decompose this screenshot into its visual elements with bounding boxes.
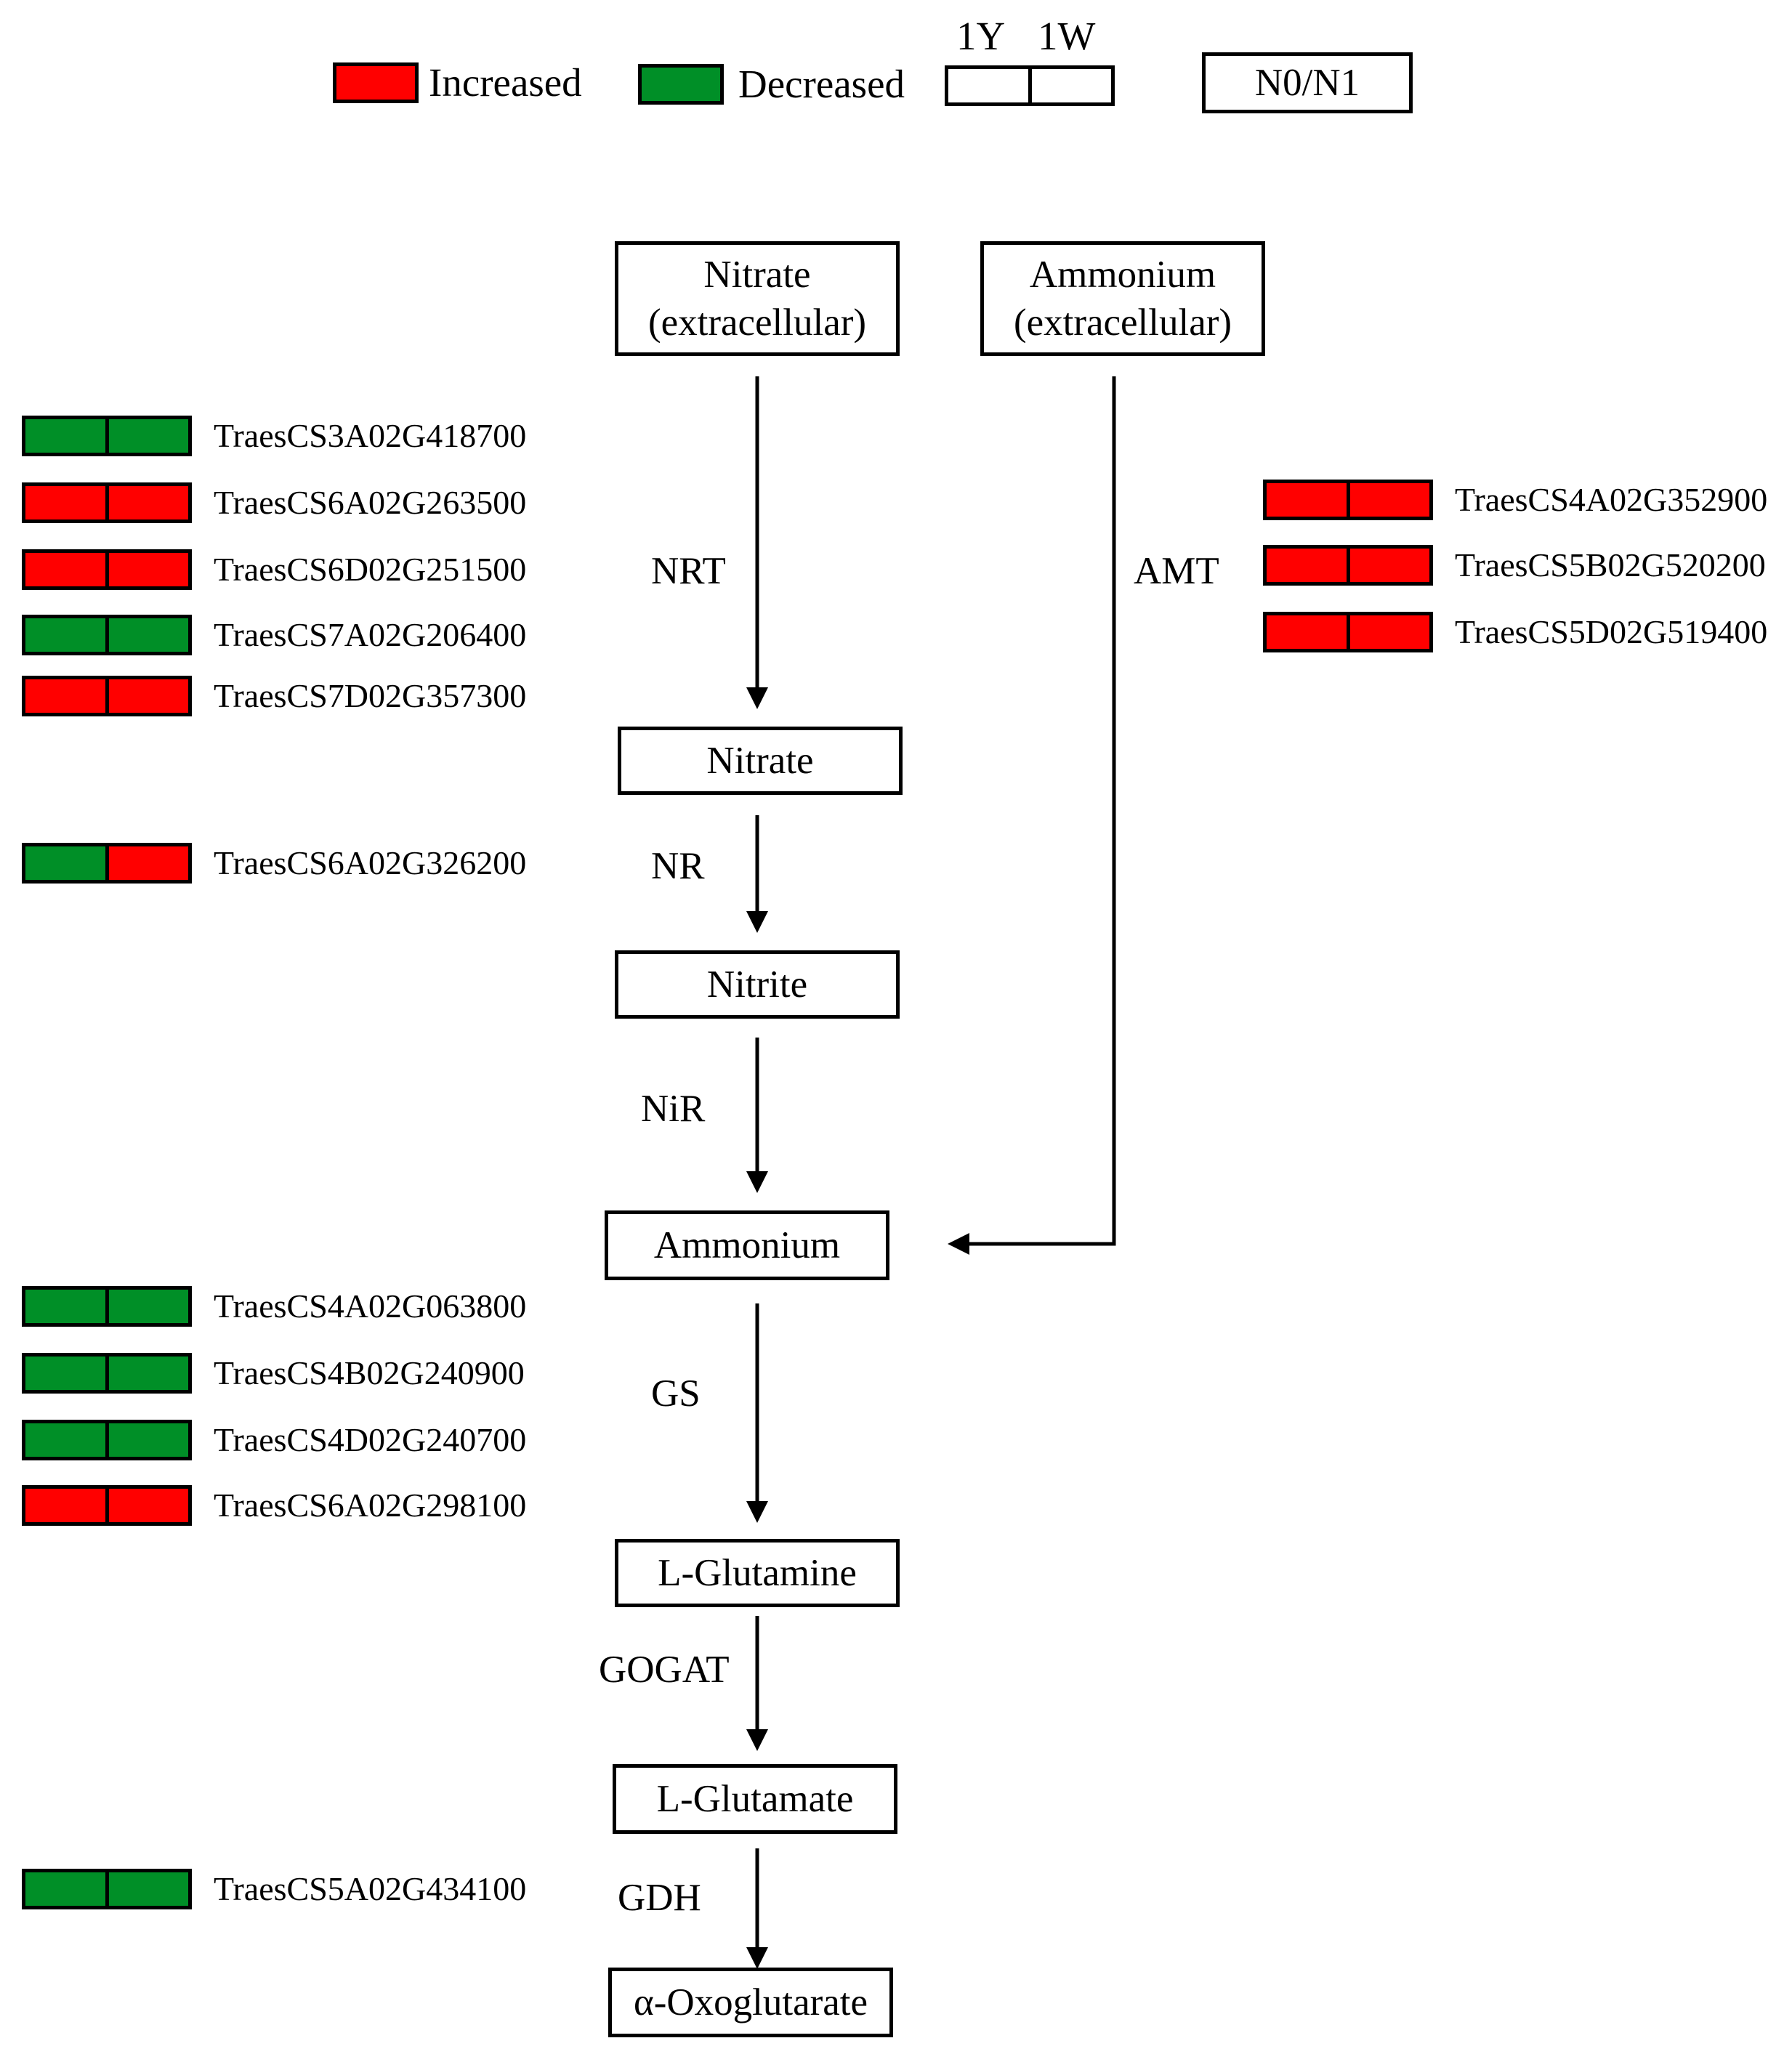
node-l-glutamine: L-Glutamine — [615, 1539, 900, 1607]
gene-id-label: TraesCS4B02G240900 — [214, 1354, 525, 1391]
node-l-glutamine-label: L-Glutamine — [658, 1551, 857, 1594]
expression-cell-1y — [25, 846, 105, 880]
arrow-amt — [948, 376, 1116, 1255]
expression-cell-1y — [25, 1872, 105, 1906]
gene-expression-boxes — [22, 482, 192, 523]
node-nitrate-extracellular-line2: (extracellular) — [647, 302, 867, 344]
gene-id-label: TraesCS6A02G263500 — [214, 484, 527, 521]
expression-cell-1w — [105, 486, 188, 519]
expression-cell-1y — [25, 553, 105, 586]
node-l-glutamate: L-Glutamate — [613, 1764, 897, 1834]
legend-col2-label: 1W — [1038, 14, 1096, 58]
gene-id-label: TraesCS5D02G519400 — [1455, 613, 1768, 650]
gene-id-label: TraesCS3A02G418700 — [214, 417, 527, 454]
gene-expression-boxes — [22, 1420, 192, 1460]
node-l-glutamate-label: L-Glutamate — [656, 1777, 854, 1820]
node-alpha-oxoglutarate-label: α-Oxoglutarate — [633, 1981, 868, 2023]
expression-cell-1y — [25, 1423, 105, 1457]
expression-cell-1w — [105, 1872, 188, 1906]
gene-id-label: TraesCS6A02G298100 — [214, 1487, 527, 1524]
gene-expression-boxes — [1263, 545, 1433, 586]
expression-cell-1w — [105, 419, 188, 453]
gene-expression-boxes — [22, 615, 192, 655]
expression-cell-1w — [105, 846, 188, 880]
gene-id-label: TraesCS4A02G352900 — [1455, 481, 1768, 518]
node-nitrite: Nitrite — [615, 950, 900, 1019]
node-nitrite-label: Nitrite — [706, 963, 808, 1006]
expression-cell-1w — [105, 553, 188, 586]
expression-cell-1y — [1267, 549, 1347, 582]
gene-expression-boxes — [22, 843, 192, 884]
gene-id-label: TraesCS4D02G240700 — [214, 1421, 527, 1458]
gene-id-label: TraesCS7A02G206400 — [214, 616, 527, 653]
legend-column-key-1y — [948, 69, 1028, 102]
legend-increased-swatch — [333, 62, 419, 103]
gene-expression-boxes — [22, 1286, 192, 1327]
gene-id-label: TraesCS5B02G520200 — [1455, 546, 1766, 583]
enzyme-label-gs: GS — [651, 1372, 701, 1415]
legend-column-key — [945, 65, 1115, 106]
expression-cell-1w — [105, 618, 188, 652]
legend-decreased-label: Decreased — [738, 62, 905, 106]
gene-id-label: TraesCS6D02G251500 — [214, 551, 527, 588]
enzyme-label-gdh: GDH — [618, 1877, 701, 1919]
node-ammonium-extracellular-line2: (extracellular) — [1013, 302, 1232, 344]
enzyme-label-nrt: NRT — [651, 550, 726, 592]
node-ammonium-extracellular: Ammonium (extracellular) — [980, 241, 1265, 356]
expression-cell-1w — [105, 1357, 188, 1390]
gene-id-label: TraesCS5A02G434100 — [214, 1870, 527, 1907]
node-alpha-oxoglutarate: α-Oxoglutarate — [608, 1968, 893, 2037]
gene-expression-boxes — [1263, 480, 1433, 520]
enzyme-label-gogat: GOGAT — [599, 1649, 730, 1691]
expression-cell-1w — [105, 1489, 188, 1522]
node-ammonium-label: Ammonium — [653, 1224, 841, 1266]
enzyme-label-nr: NR — [651, 845, 705, 887]
expression-cell-1y — [25, 1290, 105, 1323]
expression-cell-1y — [25, 1489, 105, 1522]
gene-id-label: TraesCS6A02G326200 — [214, 844, 527, 881]
node-nitrate-extracellular: Nitrate (extracellular) — [615, 241, 900, 356]
enzyme-label-nir: NiR — [641, 1088, 706, 1130]
expression-cell-1w — [105, 679, 188, 713]
node-nitrate-extracellular-line1: Nitrate — [703, 253, 811, 296]
gene-expression-boxes — [22, 676, 192, 716]
gene-id-label: TraesCS7D02G357300 — [214, 677, 527, 714]
gene-expression-boxes — [22, 1353, 192, 1394]
expression-cell-1y — [25, 679, 105, 713]
legend-col1-label: 1Y — [956, 14, 1006, 58]
legend-increased-label: Increased — [429, 60, 582, 105]
expression-cell-1y — [25, 1357, 105, 1390]
gene-expression-boxes — [22, 416, 192, 456]
node-ammonium: Ammonium — [605, 1210, 889, 1280]
node-nitrate: Nitrate — [618, 727, 903, 795]
expression-cell-1y — [25, 618, 105, 652]
gene-expression-boxes — [1263, 612, 1433, 652]
expression-cell-1w — [1346, 549, 1429, 582]
legend-column-key-1w — [1028, 69, 1111, 102]
expression-cell-1y — [1267, 615, 1347, 649]
expression-cell-1w — [1346, 615, 1429, 649]
expression-cell-1w — [1346, 483, 1429, 517]
legend-decreased-swatch — [638, 64, 724, 105]
expression-cell-1y — [1267, 483, 1347, 517]
node-ammonium-extracellular-line1: Ammonium — [1029, 253, 1216, 296]
gene-expression-boxes — [22, 549, 192, 590]
legend-ratio-box: N0/N1 — [1202, 52, 1413, 113]
node-nitrate-label: Nitrate — [706, 739, 814, 782]
expression-cell-1y — [25, 486, 105, 519]
expression-cell-1w — [105, 1423, 188, 1457]
expression-cell-1w — [105, 1290, 188, 1323]
gene-id-label: TraesCS4A02G063800 — [214, 1287, 527, 1325]
legend-ratio-label: N0/N1 — [1254, 61, 1360, 104]
enzyme-label-amt: AMT — [1134, 550, 1219, 592]
gene-expression-boxes — [22, 1869, 192, 1909]
gene-expression-boxes — [22, 1485, 192, 1526]
expression-cell-1y — [25, 419, 105, 453]
